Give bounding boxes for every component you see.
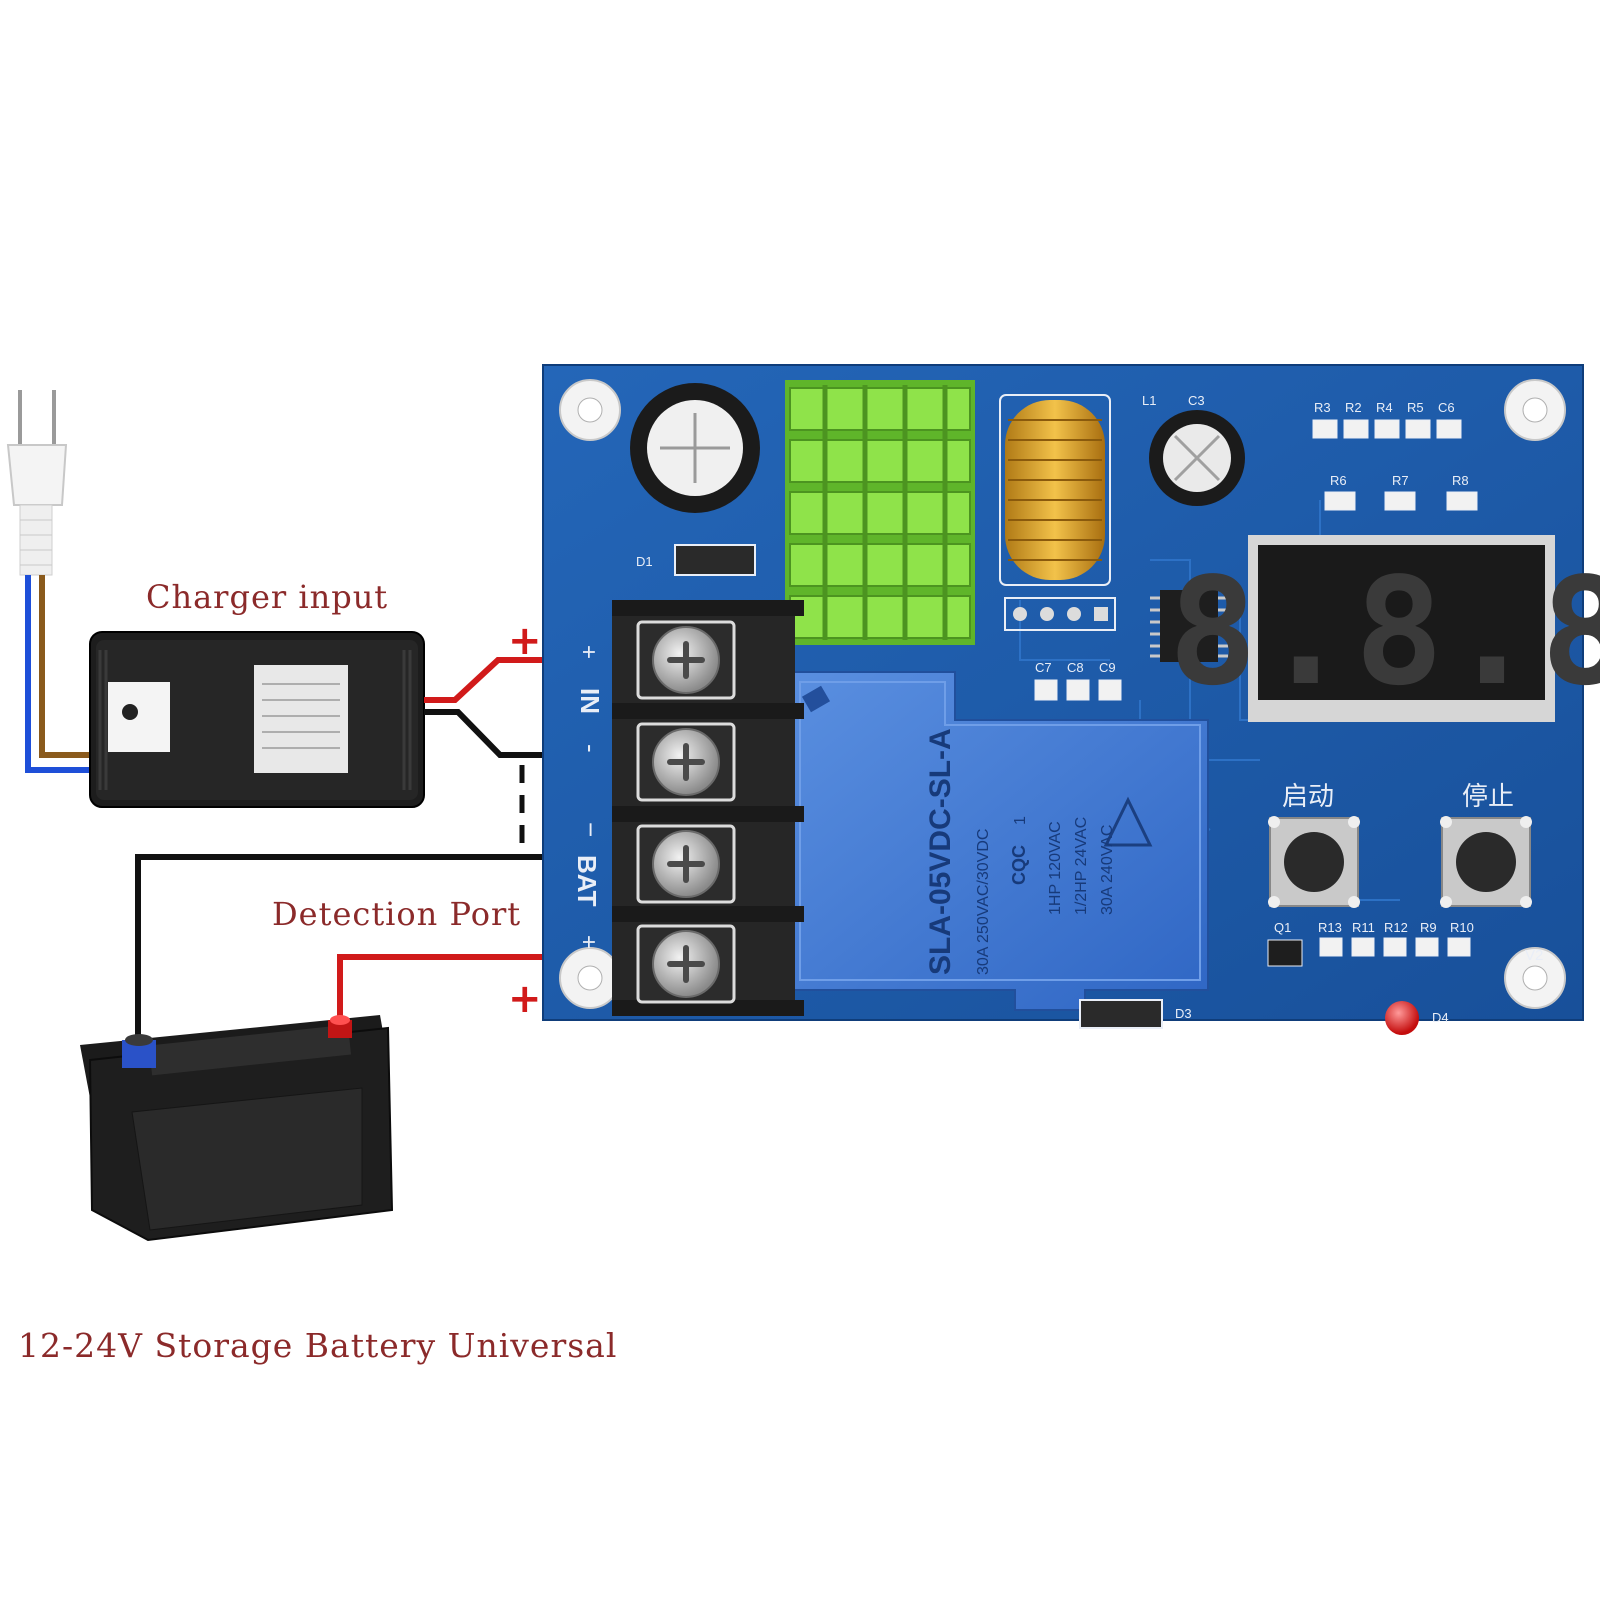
seven-segment-display <box>1248 535 1555 722</box>
relay-rating-2: 1HP 120VAC <box>1047 821 1064 915</box>
relay <box>789 671 1209 1011</box>
label-bat-plus: + <box>575 935 602 949</box>
label-r7: R7 <box>1392 473 1409 488</box>
label-c3: C3 <box>1188 393 1205 408</box>
storage-battery <box>80 1015 394 1242</box>
label-r9: R9 <box>1420 920 1437 935</box>
toroid-inductor <box>999 394 1111 586</box>
stop-push-button[interactable] <box>1440 816 1532 908</box>
label-c8: C8 <box>1067 660 1084 675</box>
relay-mark: CQC <box>1009 845 1029 885</box>
battery-positive-terminal <box>328 1015 352 1038</box>
charge-control-board <box>542 364 1584 1035</box>
control-ic <box>1150 590 1228 662</box>
label-r5: R5 <box>1407 400 1424 415</box>
stop-button-label: 停止 <box>1462 781 1514 811</box>
terminal-silkscreen: + IN - − BAT + <box>572 645 606 949</box>
label-c9: C9 <box>1099 660 1116 675</box>
led-indicator <box>1385 1001 1419 1035</box>
screw-terminal-block <box>612 600 804 1016</box>
label-d3: D3 <box>1175 1006 1192 1021</box>
label-r2: R2 <box>1345 400 1362 415</box>
battery-negative-terminal <box>122 1034 156 1068</box>
label-in-plus: + <box>575 645 602 659</box>
heatsink <box>785 380 975 645</box>
relay-rating-3: 1/2HP 24VAC <box>1073 817 1090 915</box>
label-d1: D1 <box>636 554 653 569</box>
battery-wires <box>135 854 612 1045</box>
label-r10: R10 <box>1450 920 1474 935</box>
charger-adapter <box>89 631 425 808</box>
battery-caption: 12-24V Storage Battery Universal <box>18 1326 618 1365</box>
component-designators: L1 C3 D1 R3 R2 R4 R5 C6 R6 R7 R8 C7 C8 C… <box>636 393 1543 1025</box>
label-v2: V2 <box>1525 947 1543 964</box>
positive-sign-battery: + <box>508 976 542 1022</box>
start-button-label: 启动 <box>1282 781 1334 811</box>
label-r13: R13 <box>1318 920 1342 935</box>
seven-segment-readout: 8.8.8 <box>1168 546 1600 718</box>
label-q1: Q1 <box>1274 920 1291 935</box>
label-c6: C6 <box>1438 400 1455 415</box>
relay-pin: 1 <box>1012 816 1029 825</box>
small-capacitor <box>1149 410 1245 506</box>
label-d4: D4 <box>1432 1010 1449 1025</box>
mounting-holes <box>559 379 1566 1009</box>
label-r4: R4 <box>1376 400 1393 415</box>
label-in-minus: - <box>576 744 606 753</box>
positive-sign-charger: + <box>508 618 542 664</box>
label-r3: R3 <box>1314 400 1331 415</box>
relay-markings: SLA-05VDC-SL-A 30A 250VAC/30VDC 1HP 120V… <box>924 728 1116 975</box>
electrolytic-capacitor <box>630 383 760 513</box>
mains-wires <box>25 575 95 773</box>
relay-model: SLA-05VDC-SL-A <box>924 728 957 975</box>
label-r6: R6 <box>1330 473 1347 488</box>
label-in: IN <box>575 688 605 714</box>
label-c7: C7 <box>1035 660 1052 675</box>
label-r11: R11 <box>1352 920 1375 935</box>
label-bat: BAT <box>572 855 602 907</box>
label-r12: R12 <box>1384 920 1408 935</box>
label-r8: R8 <box>1452 473 1469 488</box>
relay-rating-1: 30A 250VAC/30VDC <box>975 829 992 975</box>
detection-port-caption: Detection Port <box>272 895 522 933</box>
relay-rating-4: 30A 240VAC <box>1099 825 1116 915</box>
start-push-button[interactable] <box>1268 816 1360 908</box>
label-bat-minus: − <box>576 822 606 837</box>
charger-input-caption: Charger input <box>146 578 389 616</box>
ac-plug <box>6 390 68 576</box>
label-l1: L1 <box>1142 393 1156 408</box>
